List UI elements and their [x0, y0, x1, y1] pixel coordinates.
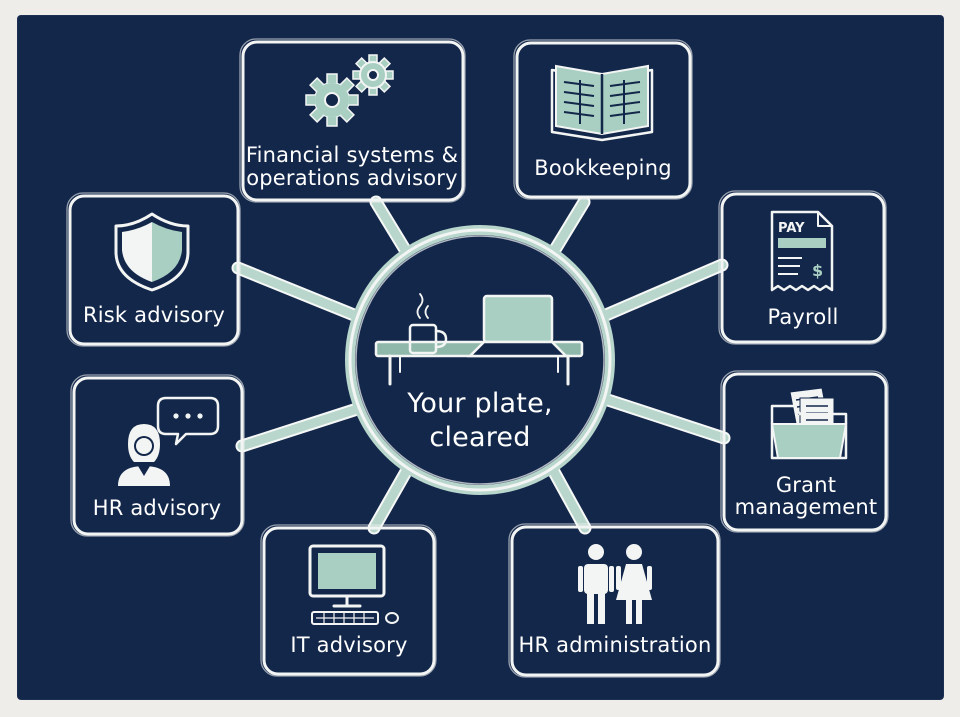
service-label-hr-admin: HR administration	[519, 633, 712, 657]
service-card-hr-advisory[interactable]: HR advisory	[70, 374, 245, 537]
connector-grant	[601, 393, 731, 445]
center-hub: Your plate, cleared	[345, 225, 615, 495]
folder-documents-icon	[770, 387, 848, 460]
connector-it	[367, 463, 414, 535]
pay-stub-icon: PAY $	[770, 210, 834, 292]
service-card-payroll[interactable]: PAY $ Payroll	[718, 190, 887, 345]
connector-hr-admin	[546, 463, 592, 535]
desk-laptop-coffee-icon	[374, 293, 584, 386]
man-woman-icon	[578, 544, 652, 624]
service-label-grant-line1: Grant	[776, 473, 836, 497]
open-ledger-book-icon	[550, 64, 654, 142]
connector-payroll	[599, 258, 729, 322]
shield-icon	[114, 212, 190, 292]
service-card-it[interactable]: IT advisory	[260, 524, 437, 677]
dollar-sign-icon: $	[812, 261, 823, 280]
service-card-hr-admin[interactable]: HR administration	[508, 523, 721, 678]
service-label-financial-line2: operations advisory	[246, 166, 458, 190]
service-card-financial[interactable]: Financial systems & operations advisory	[239, 38, 466, 203]
pay-stub-label: PAY	[778, 221, 805, 236]
connector-financial	[369, 195, 411, 255]
desktop-computer-icon	[308, 544, 399, 625]
service-card-risk[interactable]: Risk advisory	[66, 192, 241, 347]
service-label-bookkeeping: Bookkeeping	[534, 156, 672, 180]
service-label-financial-line1: Financial systems &	[246, 143, 458, 167]
service-card-bookkeeping[interactable]: Bookkeeping	[513, 39, 693, 200]
service-card-grant[interactable]: Grant management	[720, 370, 889, 533]
gears-icon	[305, 54, 394, 127]
service-label-payroll: Payroll	[767, 305, 838, 329]
service-label-it: IT advisory	[290, 633, 407, 657]
service-label-hr-advisory: HR advisory	[93, 496, 222, 520]
center-title-line1: Your plate,	[406, 388, 552, 419]
center-title-line2: cleared	[429, 422, 530, 453]
connectors	[231, 195, 731, 535]
person-speech-bubble-icon	[118, 396, 220, 486]
service-label-grant-line2: management	[735, 495, 878, 519]
connector-bookkeeping	[549, 195, 591, 255]
connector-hr-advisory	[235, 403, 361, 453]
service-label-risk: Risk advisory	[83, 303, 225, 327]
connector-risk	[231, 261, 361, 322]
